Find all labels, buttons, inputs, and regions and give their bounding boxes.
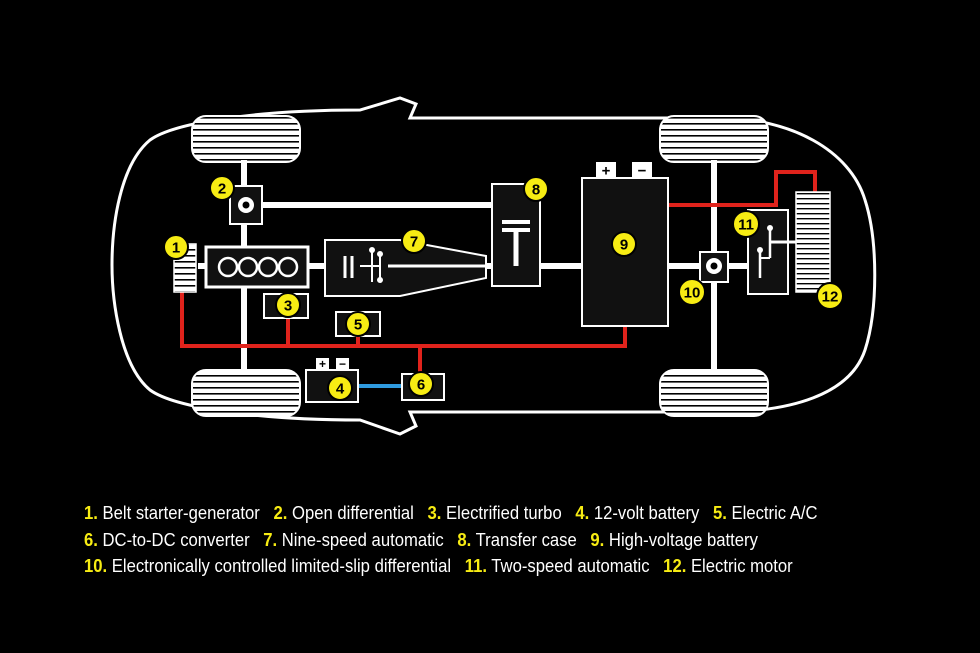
- legend-item-text: Two-speed automatic: [491, 555, 650, 576]
- marker-9-label: 9: [620, 237, 628, 254]
- marker-4: 4: [327, 375, 353, 401]
- marker-2-label: 2: [218, 181, 226, 198]
- lv-battery-minus-label: −: [339, 357, 346, 371]
- front-right-wheel: [191, 369, 301, 417]
- legend-item-number: 3.: [427, 502, 442, 523]
- marker-12: 12: [816, 282, 844, 310]
- legend-item-number: 9.: [590, 528, 605, 550]
- legend-item-text: Electronically controlled limited-slip d…: [111, 555, 452, 576]
- legend-item-text: DC-to-DC converter: [102, 528, 250, 550]
- engine: [204, 245, 310, 289]
- legend-line-1: 1. Belt starter-generator 2. Open differ…: [84, 500, 876, 527]
- marker-11: 11: [732, 210, 760, 238]
- legend-item-4: 4. 12-volt battery: [575, 502, 699, 523]
- legend-item-text: Electric motor: [690, 555, 793, 576]
- electric-motor: [795, 191, 831, 293]
- legend-item-text: Electrified turbo: [446, 502, 562, 523]
- marker-1-label: 1: [172, 240, 180, 257]
- legend-item-10: 10. Electronically controlled limited-sl…: [84, 555, 451, 576]
- open-differential: [229, 185, 263, 225]
- limited-slip-differential: [699, 251, 729, 283]
- marker-10: 10: [678, 278, 706, 306]
- legend-item-11: 11. Two-speed automatic: [465, 555, 650, 576]
- legend-item-9: 9. High-voltage battery: [590, 529, 758, 550]
- legend-item-3: 3. Electrified turbo: [428, 502, 562, 523]
- legend-item-7: 7. Nine-speed automatic: [263, 529, 443, 550]
- legend-item-8: 8. Transfer case: [457, 529, 576, 550]
- legend-item-text: Open differential: [291, 502, 414, 523]
- legend-item-number: 4.: [575, 502, 590, 523]
- hv-battery-plus-label: +: [602, 163, 611, 180]
- legend-item-number: 1.: [84, 502, 98, 523]
- drivetrain-diagram: + − + − 1 2 3 4 5 6 7 8 9 10 11 12: [110, 96, 877, 436]
- legend-line-3: 10. Electronically controlled limited-sl…: [84, 553, 876, 580]
- marker-7: 7: [401, 228, 427, 254]
- legend-item-number: 8.: [457, 528, 472, 550]
- marker-8: 8: [523, 176, 549, 202]
- rear-right-wheel: [659, 369, 769, 417]
- legend-item-text: Electric A/C: [731, 502, 818, 523]
- legend-item-number: 10.: [84, 555, 108, 576]
- marker-3: 3: [275, 292, 301, 318]
- front-left-wheel: [191, 115, 301, 163]
- marker-2: 2: [209, 175, 235, 201]
- legend-item-text: High-voltage battery: [608, 528, 758, 550]
- legend-item-1: 1. Belt starter-generator: [84, 502, 260, 523]
- legend-item-number: 6.: [84, 528, 98, 550]
- hv-battery-minus-label: −: [638, 163, 647, 180]
- legend-item-number: 2.: [273, 502, 288, 523]
- marker-1: 1: [163, 234, 189, 260]
- marker-10-label: 10: [684, 285, 701, 302]
- legend-item-text: Nine-speed automatic: [281, 528, 444, 550]
- legend-item-number: 11.: [464, 555, 487, 576]
- legend-item-number: 7.: [263, 528, 278, 550]
- lv-battery-plus-label: +: [319, 357, 326, 371]
- marker-4-label: 4: [336, 381, 345, 398]
- legend-line-2: 6. DC-to-DC converter 7. Nine-speed auto…: [84, 527, 876, 554]
- marker-11-label: 11: [738, 217, 754, 234]
- legend-item-text: Belt starter-generator: [102, 502, 260, 523]
- nine-speed-automatic: [324, 239, 487, 297]
- legend-item-text: Transfer case: [475, 528, 577, 550]
- marker-6: 6: [408, 371, 434, 397]
- legend-item-text: 12-volt battery: [593, 502, 700, 523]
- marker-5-label: 5: [354, 317, 362, 334]
- legend-item-5: 5. Electric A/C: [713, 502, 818, 523]
- legend-item-number: 12.: [663, 555, 687, 576]
- high-voltage-battery: + −: [581, 162, 669, 327]
- legend-item-12: 12. Electric motor: [663, 555, 793, 576]
- marker-5: 5: [345, 311, 371, 337]
- legend-item-6: 6. DC-to-DC converter: [84, 529, 250, 550]
- legend-item-number: 5.: [713, 502, 727, 523]
- legend-item-2: 2. Open differential: [273, 502, 413, 523]
- marker-9: 9: [611, 231, 637, 257]
- marker-7-label: 7: [410, 234, 418, 251]
- marker-8-label: 8: [532, 182, 540, 199]
- marker-6-label: 6: [417, 377, 425, 394]
- marker-3-label: 3: [284, 298, 292, 315]
- rear-left-wheel: [659, 115, 769, 163]
- legend: 1. Belt starter-generator 2. Open differ…: [84, 500, 876, 580]
- marker-12-label: 12: [822, 289, 839, 306]
